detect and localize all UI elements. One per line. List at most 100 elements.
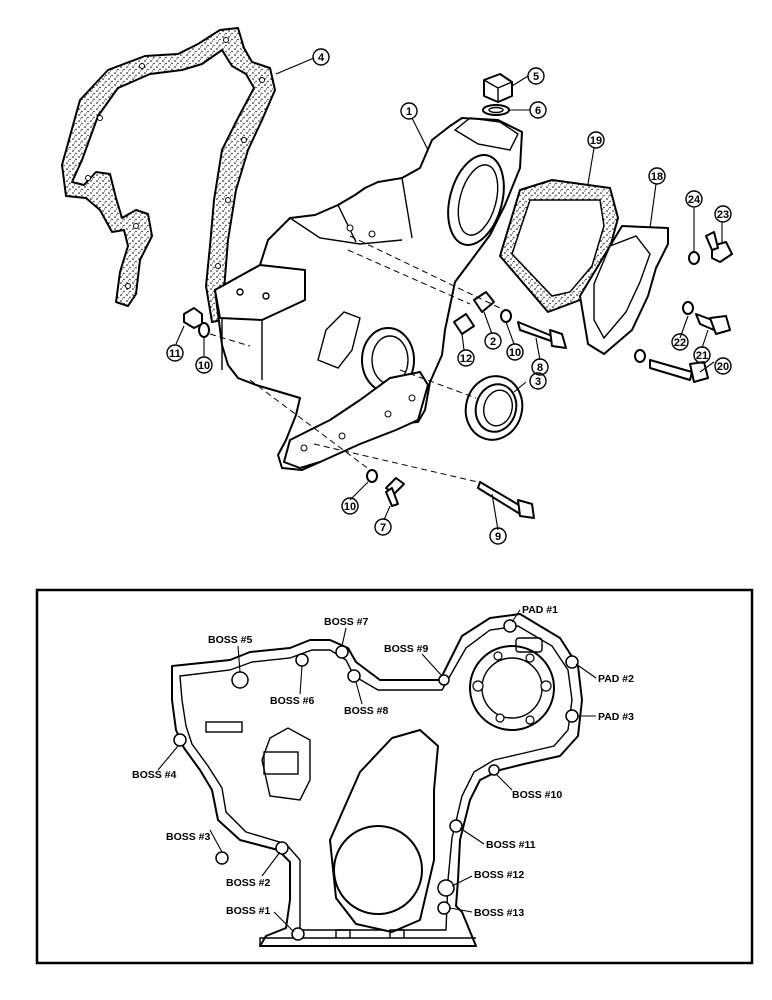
svg-text:3: 3 bbox=[535, 376, 541, 388]
svg-text:20: 20 bbox=[717, 361, 729, 373]
bolt-part-7 bbox=[385, 477, 405, 507]
callout-part-22: 22 bbox=[671, 333, 689, 351]
alignment-line bbox=[349, 235, 501, 309]
washer-part-24 bbox=[688, 251, 700, 265]
svg-text:8: 8 bbox=[537, 362, 543, 374]
svg-text:1: 1 bbox=[406, 106, 412, 118]
callout-part-8: 8 bbox=[531, 358, 549, 376]
svg-text:4: 4 bbox=[318, 52, 325, 64]
callout-part-6: 6 bbox=[529, 101, 547, 119]
label-boss-10: BOSS #10 bbox=[512, 789, 562, 801]
name-plate bbox=[205, 721, 243, 733]
callout-part-10-mid: 10 bbox=[506, 343, 524, 361]
callout-part-5: 5 bbox=[527, 67, 545, 85]
timing-cover-part-1 bbox=[214, 117, 523, 471]
alignment-line bbox=[249, 379, 371, 471]
bolt-part-9 bbox=[477, 481, 535, 519]
alignment-line bbox=[399, 369, 477, 399]
washer-part-22 bbox=[682, 301, 694, 315]
label-boss-5: BOSS #5 bbox=[208, 634, 253, 646]
svg-text:12: 12 bbox=[460, 353, 472, 365]
dowel-part-2 bbox=[473, 291, 495, 313]
callout-part-21: 21 bbox=[693, 346, 711, 364]
label-boss-11: BOSS #11 bbox=[486, 839, 536, 851]
label-pad-2: PAD #2 bbox=[598, 673, 634, 685]
svg-text:9: 9 bbox=[495, 531, 501, 543]
callout-part-19: 19 bbox=[587, 131, 605, 149]
bolt-part-23 bbox=[705, 231, 733, 263]
exploded-view: 4 1 5 6 19 18 24 23 11 10 12 2 10 8 22 2… bbox=[61, 27, 733, 545]
crank-bore bbox=[333, 825, 423, 915]
alignment-line bbox=[347, 249, 471, 305]
bolt-part-8 bbox=[517, 321, 567, 349]
dowel-part-12 bbox=[453, 313, 475, 335]
label-pad-3: PAD #3 bbox=[598, 711, 634, 723]
svg-text:11: 11 bbox=[169, 348, 181, 360]
label-boss-4: BOSS #4 bbox=[132, 769, 177, 781]
callout-part-10-left: 10 bbox=[195, 356, 213, 374]
timing-scale bbox=[263, 751, 299, 775]
label-boss-13: BOSS #13 bbox=[474, 907, 524, 919]
label-boss-1: BOSS #1 bbox=[226, 905, 271, 917]
svg-text:10: 10 bbox=[344, 501, 356, 513]
callout-part-9: 9 bbox=[489, 527, 507, 545]
gasket-part-19 bbox=[499, 179, 619, 313]
callout-part-1: 1 bbox=[400, 102, 418, 120]
seal-part-3 bbox=[464, 375, 524, 441]
svg-text:19: 19 bbox=[590, 135, 602, 147]
timing-window bbox=[261, 727, 311, 801]
label-pad-1: PAD #1 bbox=[522, 604, 558, 616]
svg-text:2: 2 bbox=[490, 336, 496, 348]
svg-text:10: 10 bbox=[198, 360, 210, 372]
label-boss-6: BOSS #6 bbox=[270, 695, 315, 707]
label-boss-3: BOSS #3 bbox=[166, 831, 211, 843]
callout-part-20: 20 bbox=[714, 357, 732, 375]
oil-pan-flange bbox=[259, 929, 476, 946]
svg-text:10: 10 bbox=[509, 347, 521, 359]
svg-text:18: 18 bbox=[651, 171, 663, 183]
label-boss-8: BOSS #8 bbox=[344, 705, 389, 717]
cover-inner-outline bbox=[179, 625, 573, 931]
boss-leaders bbox=[157, 609, 597, 933]
washer-part-10-bottom bbox=[366, 469, 378, 483]
gasket-part-4 bbox=[61, 27, 276, 323]
callout-part-4: 4 bbox=[312, 48, 330, 66]
svg-text:21: 21 bbox=[696, 350, 708, 362]
alignment-line bbox=[209, 333, 251, 347]
boss-view-frame bbox=[35, 588, 754, 965]
washer-part-6 bbox=[482, 104, 510, 116]
svg-text:7: 7 bbox=[380, 522, 386, 534]
callout-part-10-bottom: 10 bbox=[341, 497, 359, 515]
cover-plate-part-18 bbox=[579, 225, 669, 355]
plug-part-5 bbox=[483, 73, 513, 103]
washer-part-10-mid bbox=[500, 309, 512, 323]
callout-part-23: 23 bbox=[714, 205, 732, 223]
callout-part-18: 18 bbox=[648, 167, 666, 185]
alignment-line bbox=[313, 443, 479, 483]
svg-text:24: 24 bbox=[688, 194, 701, 206]
svg-text:22: 22 bbox=[674, 337, 686, 349]
callout-part-12: 12 bbox=[457, 349, 475, 367]
cam-plate bbox=[515, 637, 543, 653]
washer-part-10-left bbox=[198, 322, 210, 338]
label-boss-12: BOSS #12 bbox=[474, 869, 524, 881]
cam-bolt-holes bbox=[472, 651, 552, 725]
callout-part-11: 11 bbox=[166, 344, 184, 362]
callout-part-24: 24 bbox=[685, 190, 703, 208]
svg-text:23: 23 bbox=[717, 209, 729, 221]
boss-location-view: PAD #1 PAD #2 PAD #3 BOSS #7 BOSS #5 BOS… bbox=[35, 588, 754, 965]
nut-part-11 bbox=[183, 307, 203, 329]
callout-part-2: 2 bbox=[484, 332, 502, 350]
label-boss-7: BOSS #7 bbox=[324, 616, 369, 628]
label-boss-2: BOSS #2 bbox=[226, 877, 271, 889]
washer-part-20-left bbox=[634, 349, 646, 363]
svg-text:6: 6 bbox=[535, 105, 541, 117]
callout-part-7: 7 bbox=[374, 518, 392, 536]
svg-text:5: 5 bbox=[533, 71, 539, 83]
callout-part-3: 3 bbox=[529, 372, 547, 390]
bolt-part-20 bbox=[649, 359, 709, 383]
boss-markers bbox=[173, 619, 579, 941]
label-boss-9: BOSS #9 bbox=[384, 643, 429, 655]
bolt-part-21 bbox=[695, 313, 731, 335]
